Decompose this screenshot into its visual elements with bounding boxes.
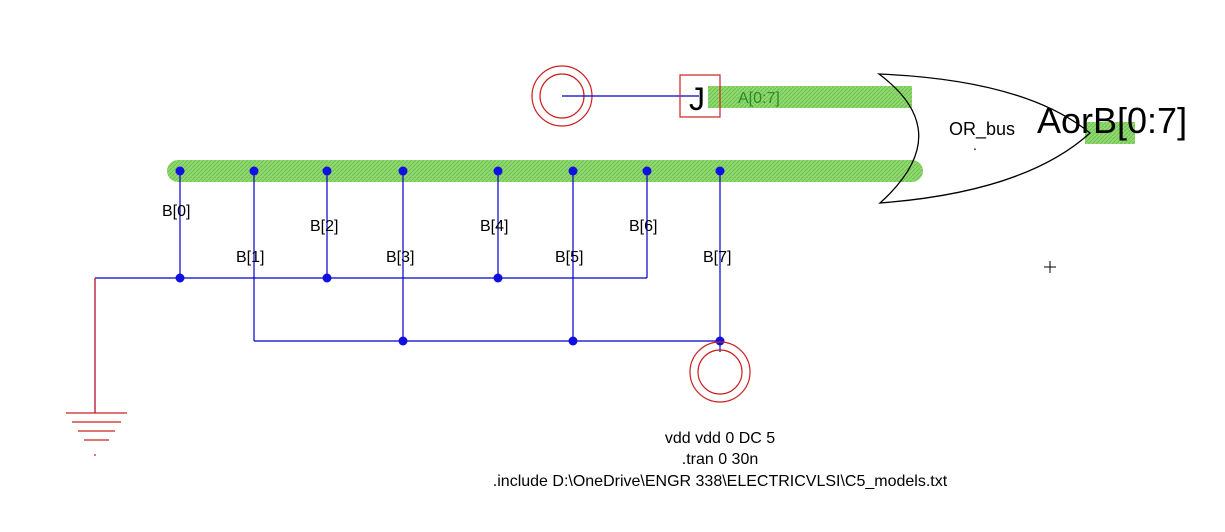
bit-label-1: B[1]: [236, 249, 264, 266]
bit-label-5: B[5]: [555, 249, 583, 266]
gate-label: OR_bus: [949, 119, 1015, 140]
bit-label-4: B[4]: [480, 218, 508, 235]
pin-glyph: J: [689, 81, 705, 117]
bit-label-2: B[2]: [310, 218, 338, 235]
ground-symbol-icon[interactable]: [66, 278, 127, 456]
spice-line-1: vdd vdd 0 DC 5: [665, 430, 775, 447]
bit-label-6: B[6]: [629, 218, 657, 235]
crosshair-icon: [1044, 261, 1056, 273]
spice-line-2: .tran 0 30n: [682, 451, 759, 468]
junction-node: [568, 336, 578, 346]
spice-line-3: .include D:\OneDrive\ENGR 338\ELECTRICVL…: [493, 473, 948, 490]
tap-node: [322, 166, 332, 176]
junction-node: [493, 273, 503, 283]
tap-node: [568, 166, 578, 176]
junction-node: [175, 273, 185, 283]
tap-node: [175, 166, 185, 176]
tap-node: [398, 166, 408, 176]
voltage-source-icon[interactable]: [689, 341, 751, 403]
bit-label-3: B[3]: [386, 249, 414, 266]
output-label: AorB[0:7]: [1037, 100, 1187, 141]
voltage-source-inner: [697, 349, 743, 395]
tap-nodes: [175, 166, 725, 346]
bit-label-7: B[7]: [703, 249, 731, 266]
tap-node: [715, 166, 725, 176]
export-pin-icon[interactable]: [679, 74, 721, 118]
tap-node: [642, 166, 652, 176]
tap-node: [493, 166, 503, 176]
input-a-label: A[0:7]: [738, 90, 780, 107]
tap-node: [249, 166, 259, 176]
gate-center-dot: .: [973, 137, 977, 153]
junction-node: [398, 336, 408, 346]
junction-node: [322, 273, 332, 283]
bit-label-0: B[0]: [162, 203, 190, 220]
junction-node: [715, 336, 725, 346]
or-gate-symbol[interactable]: [876, 73, 1091, 204]
